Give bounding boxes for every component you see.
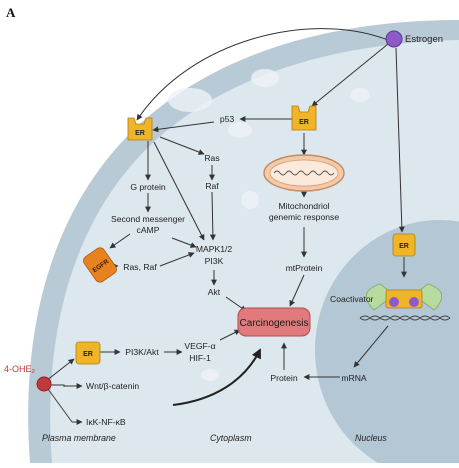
wnt-label: Wnt/β-catenin [86, 381, 139, 391]
ohe2-ligand: 4-OHE₂ [4, 364, 52, 392]
er-receptor-nucleus: ER [392, 233, 416, 257]
mapk-label: MAPK1/2 [196, 244, 233, 254]
egfr-receptor: EGFR [83, 247, 117, 283]
dna-strand [359, 315, 451, 321]
vesicle [201, 369, 219, 381]
svg-text:ER: ER [399, 243, 409, 250]
mtprotein-label: mtProtein [286, 263, 323, 273]
cytoplasm-label: Cytoplasm [210, 433, 252, 443]
second-messenger-label: Second messenger [111, 214, 185, 224]
svg-text:Carcinogenesis: Carcinogenesis [240, 318, 309, 329]
coactivator-complex [366, 283, 442, 311]
nucleus-label: Nucleus [355, 433, 387, 443]
vesicle [251, 69, 279, 87]
raf-label: Raf [205, 181, 219, 191]
carcinogenesis-node: Carcinogenesis [237, 307, 311, 337]
mito-response-label-2: genemic response [269, 212, 339, 222]
pi3k-label: PI3K [205, 256, 224, 266]
plasma-membrane-label: Plasma membrane [42, 433, 116, 443]
g-protein-label: G protein [130, 182, 166, 192]
ikk-to-carcinogenesis-arrow [172, 348, 261, 406]
p53-label: p53 [220, 114, 235, 124]
ohe2-label: 4-OHE₂ [4, 364, 36, 374]
coactivator-label: Coactivator [330, 294, 374, 304]
mrna-label: mRNA [341, 373, 367, 383]
er-receptor-membrane: ER [127, 117, 153, 141]
er-receptor-lower: ER [75, 341, 101, 365]
protein-label: Protein [270, 373, 297, 383]
svg-text:ER: ER [135, 130, 145, 137]
vesicle [228, 122, 252, 138]
pi3k-akt-label: PI3K/Akt [125, 347, 159, 357]
mito-response-label-1: Mitochondriol [278, 201, 329, 211]
estrogen-ligand: Estrogen [385, 30, 443, 48]
estrogen-label: Estrogen [405, 34, 443, 45]
hif-label: HIF-1 [189, 353, 211, 363]
panel-label: A [6, 5, 16, 20]
ras-raf-label: Ras, Raf [123, 262, 157, 272]
svg-text:ER: ER [299, 119, 309, 126]
mitochondrion [263, 154, 345, 192]
ras-label: Ras [204, 153, 219, 163]
nucleus [315, 220, 459, 468]
svg-text:ER: ER [83, 351, 93, 358]
vesicle [168, 88, 212, 112]
ikk-label: IκK-NF-κB [86, 417, 126, 427]
vesicle [350, 88, 370, 102]
vegf-label: VEGF-α [184, 341, 215, 351]
camp-label: cAMP [137, 225, 160, 235]
vesicle [241, 191, 259, 209]
er-receptor-cytoplasm: ER [291, 105, 317, 131]
akt-label: Akt [208, 287, 221, 297]
